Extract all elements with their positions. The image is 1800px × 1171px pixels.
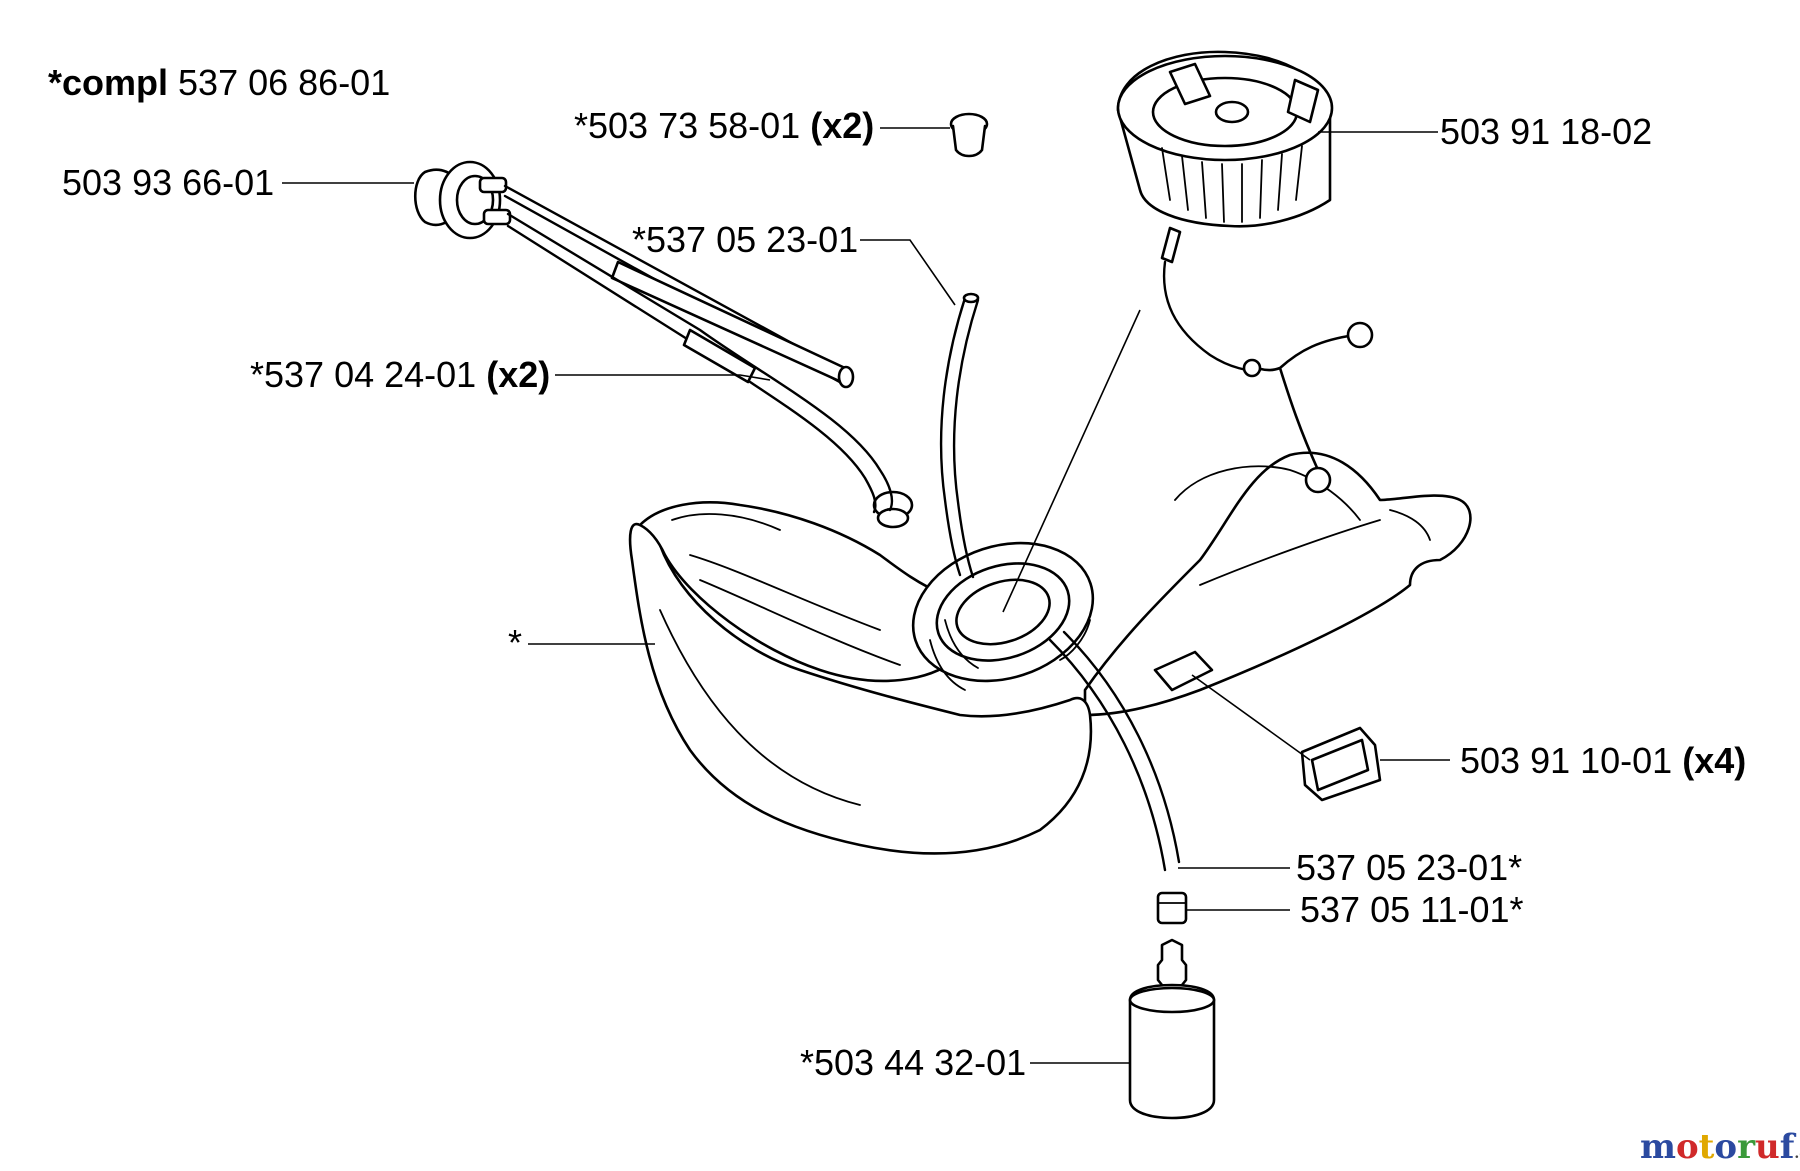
label-fuel-cap: 503 91 18-02 bbox=[1440, 111, 1652, 152]
leader-fuel-hose bbox=[555, 374, 771, 381]
label-connector: 537 05 11-01* bbox=[1300, 889, 1524, 930]
svg-text:motoruf.de: motoruf.de bbox=[1640, 1127, 1800, 1167]
fuel-filter bbox=[1128, 938, 1216, 1120]
leader-lines bbox=[282, 127, 1450, 1064]
label-tube-lower: 537 05 23-01* bbox=[1296, 847, 1522, 888]
primer-bulb bbox=[413, 160, 512, 240]
label-fuel-hose: *537 04 24-01 (x2) bbox=[250, 354, 550, 395]
grommet-upper bbox=[949, 112, 989, 158]
label-tube-upper: *537 05 23-01 bbox=[632, 219, 858, 260]
label-rubber-mount: 503 91 10-01 (x4) bbox=[1460, 740, 1746, 781]
watermark-letter: o bbox=[1714, 1127, 1737, 1167]
watermark-letter: f bbox=[1780, 1127, 1797, 1167]
label-compl: *compl 537 06 86-01 bbox=[48, 62, 390, 103]
watermark-letter: t bbox=[1699, 1127, 1715, 1167]
label-tank: * bbox=[508, 622, 522, 663]
watermark-suffix: .de bbox=[1794, 1146, 1800, 1162]
leader-mount bbox=[1191, 674, 1450, 761]
connector bbox=[1156, 891, 1188, 925]
label-fuel-filter: *503 44 32-01 bbox=[800, 1042, 1026, 1083]
fuel-tank bbox=[628, 451, 1472, 855]
label-primer-bulb: 503 93 66-01 bbox=[62, 162, 274, 203]
watermark-letter: m bbox=[1640, 1127, 1676, 1167]
fuel-cap bbox=[1116, 50, 1374, 494]
fuel-hoses bbox=[503, 184, 894, 514]
rubber-mount bbox=[1300, 726, 1382, 802]
tube-upper bbox=[939, 292, 980, 579]
watermark-letter: o bbox=[1676, 1127, 1699, 1167]
leader-cap-center bbox=[1002, 309, 1141, 613]
label-grommet: *503 73 58-01 (x2) bbox=[574, 105, 874, 146]
leader-tube-upper bbox=[860, 239, 956, 306]
watermark: motoruf.de bbox=[1640, 1127, 1800, 1167]
watermark-letter: r bbox=[1737, 1127, 1756, 1167]
tube-lower bbox=[1048, 630, 1181, 872]
watermark-letter: u bbox=[1755, 1127, 1780, 1167]
